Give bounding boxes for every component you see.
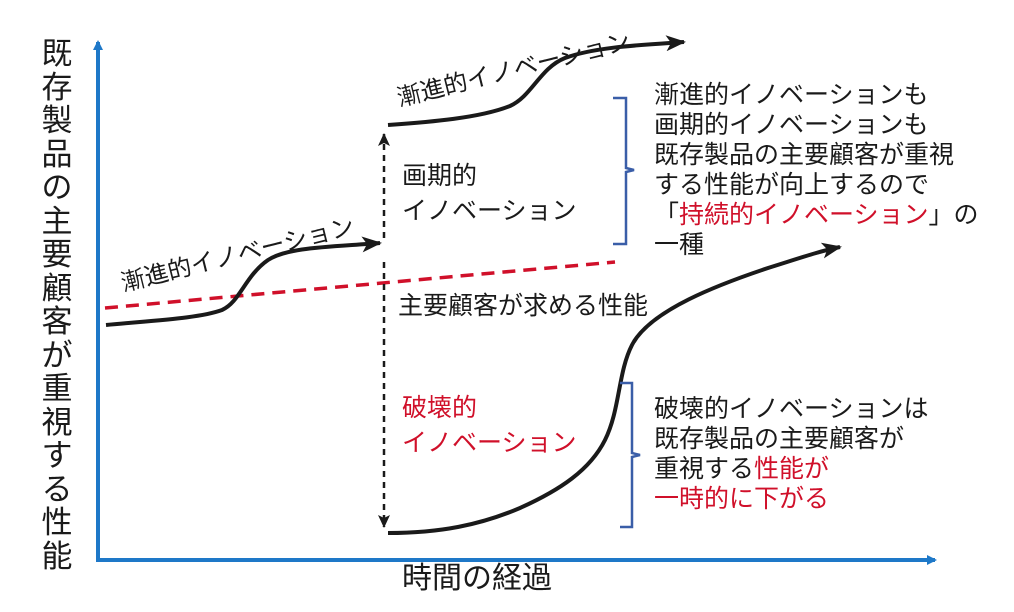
y-axis-label: 既存製品の主要顧客が重視する性能: [41, 36, 73, 575]
sustaining-note-line4: する性能が向上するので: [654, 170, 930, 199]
disruptive-label-line1: 破壊的: [402, 393, 478, 422]
disruptive-note-line3-black: 重視する: [654, 454, 755, 483]
disruptive-bracket: [620, 381, 641, 529]
x-axis-label: 時間の経過: [402, 561, 552, 596]
sustaining-innovation-term: 持続的イノベーション: [679, 200, 929, 229]
sustaining-note-line2: 画期的イノベーションも: [654, 110, 929, 139]
required-performance-line: [104, 260, 616, 310]
sustaining-note-bracket-close: 」の: [928, 200, 979, 229]
sustaining-note-bracket-open: 「: [654, 200, 680, 229]
breakthrough-label-line1: 画期的: [402, 161, 478, 190]
sustaining-note-line6: 一種: [654, 230, 705, 259]
disruptive-note-line3: 重視する性能が: [654, 454, 929, 484]
disruptive-label-line2: イノベーション: [402, 428, 577, 457]
sustaining-note-line3: 既存製品の主要顧客が重視: [654, 140, 955, 169]
sustaining-bracket: [613, 96, 635, 246]
required-performance-label: 主要顧客が求める性能: [398, 291, 649, 320]
disruptive-note-line3-red: 性能が: [754, 454, 830, 483]
disruptive-note: 破壊的イノベーションは 既存製品の主要顧客が 重視する性能が 一時的に下がる: [654, 394, 929, 514]
incremental-curve-lower: [105, 236, 382, 327]
disruptive-note-line4: 一時的に下がる: [654, 484, 830, 513]
disruptive-curve: [387, 242, 842, 535]
sustaining-note: 漸進的イノベーションも 画期的イノベーションも 既存製品の主要顧客が重視 する性…: [654, 80, 979, 260]
breakthrough-label-line2: イノベーション: [402, 196, 577, 225]
disruptive-note-line2: 既存製品の主要顧客が: [654, 424, 905, 453]
sustaining-note-line1: 漸進的イノベーションも: [654, 80, 929, 109]
incremental-curve-upper: [387, 35, 686, 127]
disruptive-note-line1: 破壊的イノベーションは: [654, 394, 929, 423]
sustaining-note-line5: 「持続的イノベーション」の: [654, 200, 979, 230]
